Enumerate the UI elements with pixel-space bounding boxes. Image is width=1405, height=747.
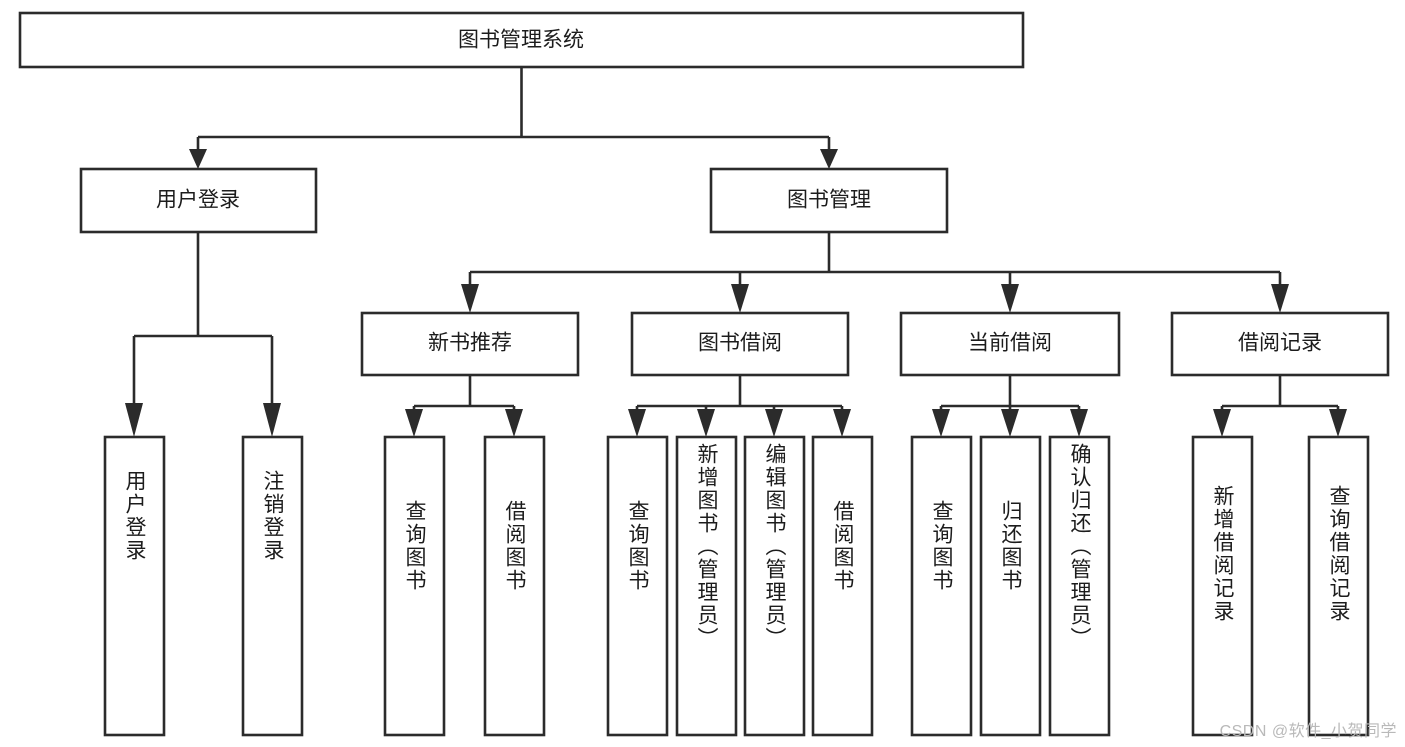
- leaf-query-book-3-box[interactable]: [910, 435, 973, 737]
- leaf-query-book-1-box[interactable]: [383, 435, 446, 737]
- arrow-head-leaf-query-record: [1329, 409, 1347, 437]
- leaf-user-login-box[interactable]: [103, 435, 166, 737]
- node-root-box[interactable]: [18, 11, 1025, 69]
- arrow-head-leaf-logout-login: [263, 403, 281, 437]
- node-root[interactable]: 图书管理系统: [18, 11, 1025, 69]
- leaf-add-book-box[interactable]: [675, 435, 738, 737]
- arrow-head-leaf-add-book: [697, 409, 715, 437]
- arrow-head-leaf-add-record: [1213, 409, 1231, 437]
- arrow-head-user-login: [189, 149, 207, 169]
- connector-layer: [125, 67, 1347, 437]
- leaf-return-book-box[interactable]: [979, 435, 1042, 737]
- node-current-borrow-label: 当前借阅: [968, 332, 1052, 355]
- node-current-borrow-box[interactable]: [899, 311, 1121, 377]
- node-current-borrow[interactable]: 当前借阅: [899, 311, 1121, 377]
- node-borrow-record-label: 借阅记录: [1238, 332, 1322, 355]
- node-root-label: 图书管理系统: [458, 29, 584, 52]
- arrow-head-book-management: [820, 149, 838, 169]
- arrow-head-leaf-borrow-book-2: [833, 409, 851, 437]
- node-new-book-recommend-label: 新书推荐: [428, 332, 512, 355]
- arrow-head-borrow-record: [1271, 284, 1289, 313]
- leaf-query-book-2-box[interactable]: [606, 435, 669, 737]
- node-book-borrow[interactable]: 图书借阅: [630, 311, 850, 377]
- arrow-head-book-borrow: [731, 284, 749, 313]
- leaf-edit-book-box[interactable]: [743, 435, 806, 737]
- arrow-head-leaf-edit-book: [765, 409, 783, 437]
- leaf-borrow-book-1-box[interactable]: [483, 435, 546, 737]
- node-book-borrow-box[interactable]: [630, 311, 850, 377]
- node-new-book-recommend[interactable]: 新书推荐: [360, 311, 580, 377]
- arrow-head-leaf-return-book: [1001, 409, 1019, 437]
- leaf-logout-login-box[interactable]: [241, 435, 304, 737]
- node-new-book-recommend-box[interactable]: [360, 311, 580, 377]
- node-borrow-record-box[interactable]: [1170, 311, 1390, 377]
- arrow-head-leaf-borrow-book-1: [505, 409, 523, 437]
- node-user-login-label: 用户登录: [156, 189, 240, 212]
- arrow-head-leaf-query-book-2: [628, 409, 646, 437]
- node-book-borrow-label: 图书借阅: [698, 332, 782, 355]
- node-user-login[interactable]: 用户登录: [79, 167, 318, 234]
- node-book-management[interactable]: 图书管理: [709, 167, 949, 234]
- leaf-layer: [103, 435, 1370, 737]
- arrow-head-new-book-recommend: [461, 284, 479, 313]
- node-book-management-box[interactable]: [709, 167, 949, 234]
- arrow-head-current-borrow: [1001, 284, 1019, 313]
- arrow-head-leaf-confirm-return: [1070, 409, 1088, 437]
- node-borrow-record[interactable]: 借阅记录: [1170, 311, 1390, 377]
- leaf-add-record-box[interactable]: [1191, 435, 1254, 737]
- leaf-confirm-return-box[interactable]: [1048, 435, 1111, 737]
- node-user-login-box[interactable]: [79, 167, 318, 234]
- arrow-head-leaf-query-book-3: [932, 409, 950, 437]
- arrow-head-leaf-query-book-1: [405, 409, 423, 437]
- arrow-head-leaf-user-login: [125, 403, 143, 437]
- leaf-query-record-box[interactable]: [1307, 435, 1370, 737]
- node-book-management-label: 图书管理: [787, 189, 871, 212]
- leaf-borrow-book-2-box[interactable]: [811, 435, 874, 737]
